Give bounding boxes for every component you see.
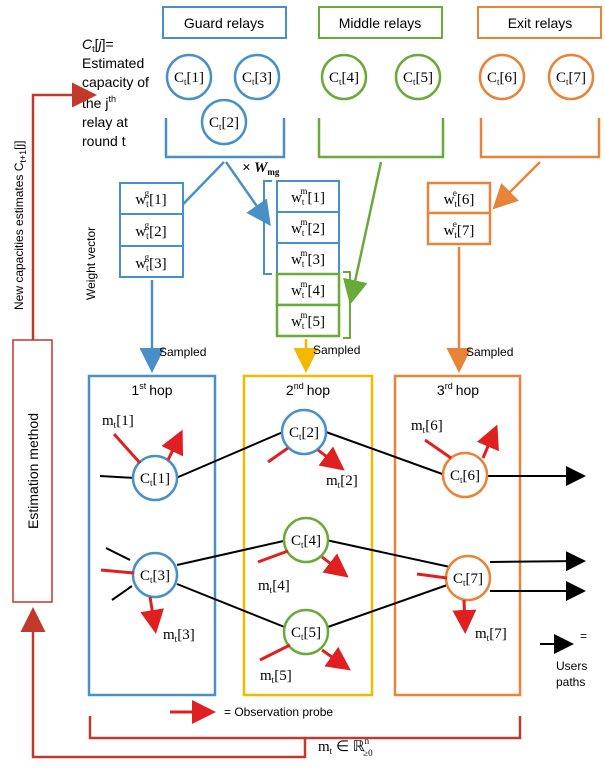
guard-weight-vector: wtg[1] wtg[2] wtg[3] — [119, 182, 184, 278]
feedback-loop-up — [31, 82, 97, 340]
hop-node-c1-label: Ct[1] — [140, 471, 170, 488]
feedback-loop-bottom — [20, 607, 307, 759]
weight-g1: wtg[1] — [135, 188, 166, 209]
sampled-label-2: Sampled — [313, 343, 360, 357]
hop3-box — [393, 374, 522, 697]
user-paths — [99, 431, 586, 629]
hop-node-c2 — [280, 408, 328, 456]
middle-to-wm-arrow — [343, 161, 383, 305]
hop-node-c7-label: Ct[7] — [453, 571, 483, 588]
probe-label-m1: mt[1] — [102, 413, 134, 430]
weight-m4: wtm[4] — [291, 279, 325, 300]
probe-label-m3: mt[3] — [163, 627, 195, 644]
hop-node-c2-label: Ct[2] — [289, 425, 319, 442]
relay-node-c1-top — [165, 53, 213, 101]
guard-to-wm-arrow — [224, 161, 271, 227]
relay-label-c3-top: Ct[3] — [242, 70, 272, 87]
weight-m1: wtm[1] — [291, 186, 325, 207]
wmg-label: × Wmg — [242, 160, 280, 177]
middle-relays-header — [318, 6, 443, 39]
observation-probes — [100, 424, 499, 671]
relay-label-c5-top: Ct[5] — [403, 70, 433, 87]
hop-node-c5-label: Ct[5] — [291, 625, 321, 642]
relay-node-c3-top — [233, 53, 281, 101]
relay-label-c7-top: Ct[7] — [556, 70, 586, 87]
hop-node-c3 — [131, 551, 179, 599]
middle-relay-group: Ct[4] Ct[5] — [317, 53, 445, 159]
weight-e7: wte[7] — [444, 219, 475, 240]
relay-node-c4-top — [320, 53, 368, 101]
relay-label-c2-top: Ct[2] — [209, 115, 239, 132]
middle-bracket — [317, 118, 445, 159]
relay-node-c7-top — [547, 53, 595, 101]
path-arrow-2 — [489, 551, 586, 572]
exit-relays-label: Exit relays — [508, 15, 573, 31]
probe-label-m6: mt[6] — [411, 418, 443, 435]
hop-node-c1 — [131, 454, 179, 502]
hop2-box — [242, 374, 374, 697]
ct-def-line3: capacity of — [82, 74, 149, 90]
ct-def-line2: Estimated — [82, 55, 144, 71]
hop-node-c3-label: Ct[3] — [140, 568, 170, 585]
bottom-bracket — [88, 716, 522, 740]
weight-m2: wtm[2] — [291, 217, 325, 238]
weight-m3: wtm[3] — [291, 248, 325, 269]
hop-node-c6 — [441, 451, 489, 499]
exit-bracket — [479, 118, 601, 159]
svg-text:the jth: the jth — [82, 94, 116, 111]
weight-vector-label: Weight vector — [84, 227, 98, 300]
probe-label-m7: mt[7] — [475, 626, 507, 643]
users-paths-legend-line2: paths — [556, 675, 585, 689]
observation-probe-legend-label: = Observation probe — [224, 705, 333, 719]
relay-node-c5-top — [394, 53, 442, 101]
sampled-label-1: Sampled — [159, 345, 206, 359]
estimation-method-label: Estimation method — [25, 413, 41, 529]
ct-definition: Ct[j]= Estimated capacity of the jth rel… — [82, 36, 149, 149]
hop-node-c6-label: Ct[6] — [450, 468, 480, 485]
svg-text:Ct[j]=: Ct[j]= — [82, 36, 114, 54]
guard-relay-group: Ct[1] Ct[3] Ct[2] — [164, 53, 286, 159]
bottom-formula: mt ∈ ℝn≥0 — [318, 736, 373, 758]
guard-relays-label: Guard relays — [184, 15, 264, 31]
hop-node-c4-label: Ct[4] — [291, 533, 321, 550]
exit-to-we-arrow — [492, 161, 541, 210]
exit-relay-group: Ct[6] Ct[7] — [478, 53, 601, 159]
users-paths-legend-eq: = — [580, 629, 587, 643]
users-paths-legend-line1: Users — [556, 659, 587, 673]
relay-label-c6-top: Ct[6] — [487, 70, 517, 87]
exit-weight-vector: wte[6] wte[7] — [426, 181, 492, 246]
guard-relays-header — [162, 6, 287, 39]
relay-node-c2-top — [200, 98, 248, 146]
relay-label-c4-top: Ct[4] — [329, 70, 359, 87]
middle-weight-vector: wtm[1] wtm[2] wtm[3] wtm[4] wtm[5] — [263, 180, 351, 339]
weight-e6: wte[6] — [444, 188, 475, 209]
probe-label-m2: mt[2] — [326, 473, 358, 490]
hop1-box — [87, 374, 217, 697]
probe-label-m5: mt[5] — [260, 668, 292, 685]
ct-def-line5: relay at — [82, 114, 128, 130]
exit-relays-header — [477, 6, 602, 39]
relay-label-c1-top: Ct[1] — [174, 70, 204, 87]
relay-node-c6-top — [478, 53, 526, 101]
middle-relays-label: Middle relays — [339, 15, 421, 31]
sampled-label-3: Sampled — [466, 345, 513, 359]
weight-g2: wtg[2] — [135, 220, 166, 241]
new-capacities-label: New capacities estimates Ct+1[j] — [12, 141, 28, 311]
hop-node-c5 — [282, 608, 330, 656]
probe-label-m4: mt[4] — [258, 578, 290, 595]
guard-bracket — [164, 118, 286, 159]
svg-text:round t: round t — [82, 133, 126, 149]
hop-node-c4 — [282, 516, 330, 564]
weight-m5: wtm[5] — [291, 310, 325, 331]
weight-g3: wtg[3] — [135, 252, 166, 273]
